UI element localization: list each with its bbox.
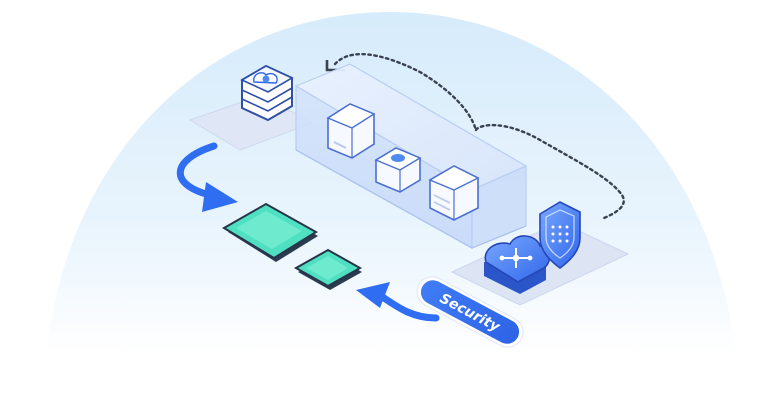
tablet-icon: [222, 202, 318, 262]
dotted-connector-top: [333, 52, 478, 132]
cloud-server-icon: [240, 64, 294, 122]
flow-arrow-left: [176, 142, 238, 212]
flow-arrow-bottom: [356, 282, 440, 322]
cloud-hub-icon: [484, 235, 551, 294]
module-c-icon: [428, 165, 480, 221]
shield-grid-icon: [539, 201, 581, 270]
module-b-icon: [374, 147, 422, 193]
phone-icon: [293, 248, 363, 290]
dotted-connector-right: [474, 123, 625, 220]
module-a-icon: [326, 103, 376, 159]
